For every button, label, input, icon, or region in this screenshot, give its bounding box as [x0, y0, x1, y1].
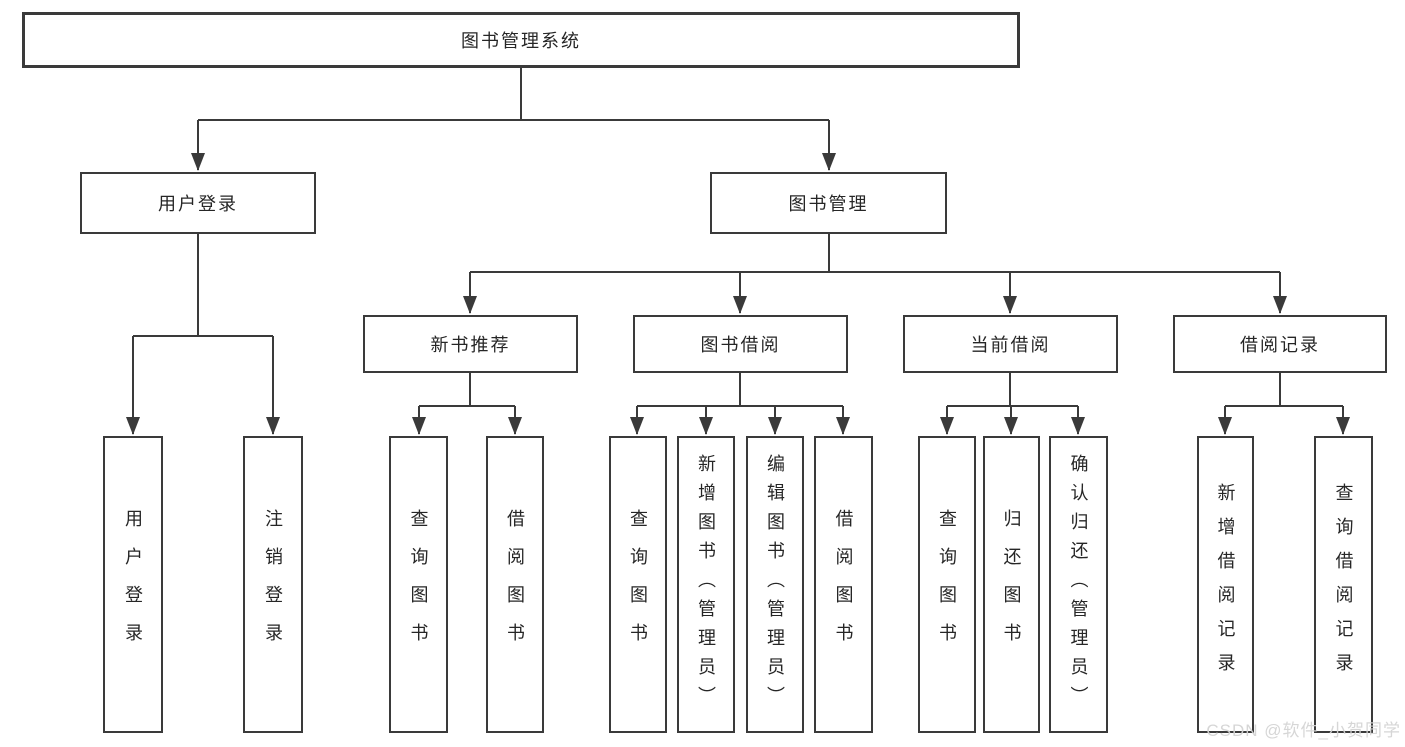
node-book-borrow-label: 图书借阅 [700, 335, 781, 355]
node-current-borrow-label: 当前借阅 [970, 335, 1051, 355]
node-book-mgmt: 图书管理 [710, 172, 947, 234]
node-user-login-label: 用户登录 [158, 194, 238, 214]
node-leaf-add-borrow-record-label: 新增借阅记录 [1215, 482, 1236, 687]
node-book-borrow: 图书借阅 [633, 315, 848, 373]
node-current-borrow: 当前借阅 [903, 315, 1118, 373]
node-root-label: 图书管理系统 [461, 31, 581, 51]
node-leaf-borrow-books-2: 借阅图书 [814, 436, 873, 733]
node-leaf-query-books-2-label: 查询图书 [628, 508, 648, 661]
node-leaf-logout: 注销登录 [243, 436, 303, 733]
node-leaf-borrow-books-1: 借阅图书 [486, 436, 544, 733]
node-book-mgmt-label: 图书管理 [788, 194, 869, 214]
node-leaf-edit-books-label: 编辑图书（管理员） [765, 454, 785, 715]
node-leaf-query-books-1: 查询图书 [389, 436, 448, 733]
node-leaf-query-borrow-record-label: 查询借阅记录 [1333, 482, 1354, 687]
node-leaf-add-books-label: 新增图书（管理员） [696, 454, 716, 715]
node-user-login: 用户登录 [80, 172, 316, 234]
csdn-watermark: CSDN @软件_小贺同学 [1206, 721, 1401, 740]
node-leaf-query-books-1-label: 查询图书 [408, 508, 429, 661]
node-leaf-add-books: 新增图书（管理员） [677, 436, 735, 733]
node-root: 图书管理系统 [22, 12, 1020, 68]
node-leaf-borrow-books-2-label: 借阅图书 [833, 508, 854, 661]
node-leaf-query-borrow-record: 查询借阅记录 [1314, 436, 1373, 733]
node-leaf-query-books-3-label: 查询图书 [937, 508, 957, 661]
node-new-book-rec: 新书推荐 [363, 315, 578, 373]
node-leaf-return-books-label: 归还图书 [1001, 508, 1022, 661]
node-leaf-borrow-books-1-label: 借阅图书 [505, 508, 525, 661]
node-leaf-confirm-return: 确认归还（管理员） [1049, 436, 1108, 733]
node-leaf-edit-books: 编辑图书（管理员） [746, 436, 804, 733]
node-leaf-user-login-label: 用户登录 [123, 508, 143, 661]
node-borrow-records-label: 借阅记录 [1240, 335, 1320, 355]
node-leaf-user-login: 用户登录 [103, 436, 163, 733]
node-leaf-query-books-3: 查询图书 [918, 436, 976, 733]
node-leaf-add-borrow-record: 新增借阅记录 [1197, 436, 1254, 733]
node-leaf-confirm-return-label: 确认归还（管理员） [1068, 454, 1089, 715]
node-new-book-rec-label: 新书推荐 [430, 335, 511, 355]
node-leaf-return-books: 归还图书 [983, 436, 1040, 733]
node-borrow-records: 借阅记录 [1173, 315, 1387, 373]
node-leaf-logout-label: 注销登录 [263, 508, 283, 661]
node-leaf-query-books-2: 查询图书 [609, 436, 667, 733]
